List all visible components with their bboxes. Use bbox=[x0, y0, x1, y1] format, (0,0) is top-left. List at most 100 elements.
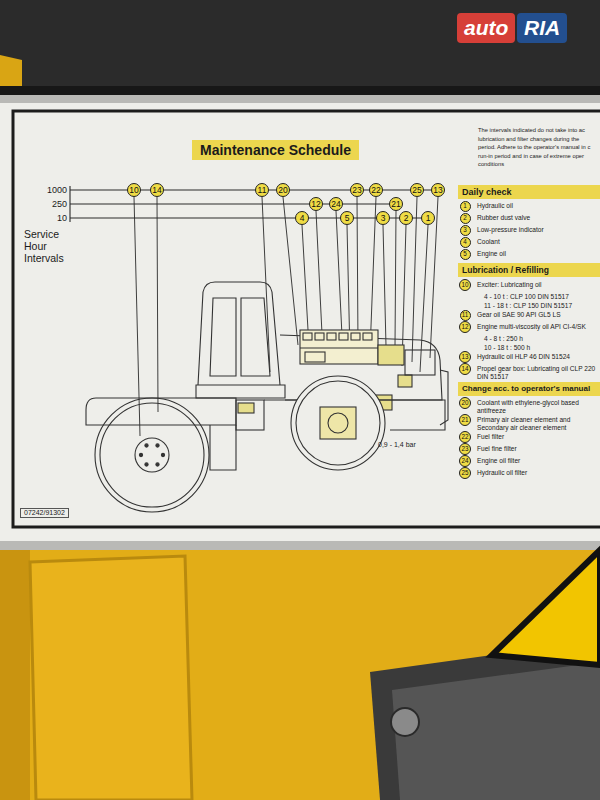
articulation-joint bbox=[236, 400, 264, 430]
hub-bolt bbox=[145, 463, 148, 466]
drum-rim bbox=[100, 403, 204, 507]
shadow-strip bbox=[0, 86, 600, 96]
engine-part bbox=[305, 352, 325, 362]
callout-number: 10 bbox=[129, 186, 138, 195]
callout-circle: 24 bbox=[329, 197, 343, 211]
legend-circle: 12 bbox=[459, 321, 471, 333]
cylinder bbox=[327, 333, 336, 340]
leader-line bbox=[302, 225, 308, 330]
legend-subtext: 4 - 10 t : CLP 100 DIN 51517 bbox=[484, 293, 569, 301]
hub-bolt bbox=[161, 453, 164, 456]
note-text: lubrication and filter changes during th… bbox=[478, 136, 579, 143]
bracket-face bbox=[392, 662, 600, 800]
legend-number: 5 bbox=[463, 251, 467, 257]
legend-number: 12 bbox=[461, 324, 468, 330]
callout-number: 11 bbox=[258, 186, 267, 195]
section-heading: Daily check bbox=[462, 188, 512, 197]
wheel-hub bbox=[320, 407, 356, 439]
warning-sign bbox=[492, 550, 600, 665]
callout-circle: 12 bbox=[309, 197, 323, 211]
legend-text: Gear oil SAE 90 API GL5 LS bbox=[477, 311, 597, 319]
callout-number: 13 bbox=[433, 186, 442, 195]
highlight-part bbox=[238, 403, 254, 413]
legend-text: Hydraulic oil bbox=[477, 202, 597, 210]
engine-block bbox=[300, 330, 378, 364]
interval-line bbox=[70, 203, 396, 204]
engine-line bbox=[300, 347, 378, 348]
callout-circle: 5 bbox=[340, 211, 354, 225]
legend-number: 1 bbox=[463, 203, 467, 209]
interval-hours: 10 bbox=[57, 213, 67, 223]
callout-number: 1 bbox=[426, 214, 431, 223]
legend-circle: 4 bbox=[460, 237, 471, 248]
axis-label: Service Hour Intervals bbox=[24, 228, 80, 264]
legend-number: 25 bbox=[461, 470, 468, 476]
callout-number: 14 bbox=[152, 186, 161, 195]
cab-window bbox=[241, 298, 270, 376]
interval-tick bbox=[69, 186, 70, 222]
drum-frame bbox=[86, 398, 236, 425]
leader-line bbox=[357, 197, 358, 346]
callout-number: 24 bbox=[331, 200, 340, 209]
rear-bumper bbox=[440, 370, 448, 425]
legend-number: 22 bbox=[461, 434, 468, 440]
legend-subtext: 10 - 18 t : 500 h bbox=[484, 344, 530, 352]
hub-bolt bbox=[139, 453, 142, 456]
section-heading: Lubrication / Refilling bbox=[462, 266, 549, 275]
section-band: Change acc. to operator's manual bbox=[458, 382, 600, 396]
legend-number: 11 bbox=[462, 312, 469, 318]
legend-circle: 14 bbox=[459, 363, 471, 375]
hub-bolt bbox=[156, 444, 159, 447]
plate-frame bbox=[13, 111, 600, 527]
callout-number: 22 bbox=[371, 186, 380, 195]
leader-line bbox=[316, 211, 322, 334]
highlight-part bbox=[398, 375, 412, 387]
leader-line bbox=[370, 197, 376, 352]
cylinder bbox=[315, 333, 324, 340]
legend-text: Engine multi-viscosity oil API CI-4/SK bbox=[477, 323, 597, 331]
roller-illustration bbox=[86, 282, 448, 512]
plate-face bbox=[0, 103, 600, 541]
callout-circle: 22 bbox=[369, 183, 383, 197]
legend-circle: 20 bbox=[459, 397, 471, 409]
leader-line bbox=[412, 197, 417, 362]
cylinder bbox=[351, 333, 360, 340]
section-heading: Change acc. to operator's manual bbox=[462, 385, 590, 393]
callout-circle: 13 bbox=[431, 183, 445, 197]
callout-number: 25 bbox=[412, 186, 421, 195]
callout-circle: 4 bbox=[295, 211, 309, 225]
callout-number: 12 bbox=[311, 200, 320, 209]
tank bbox=[378, 345, 404, 365]
frame-plate bbox=[210, 425, 236, 470]
plate-rim bbox=[0, 95, 600, 550]
title-band: Maintenance Schedule bbox=[192, 140, 359, 160]
legend-circle: 24 bbox=[459, 455, 471, 467]
legend-circle: 5 bbox=[460, 249, 471, 260]
legend-circle: 13 bbox=[459, 351, 471, 363]
legend-text: Coolant bbox=[477, 238, 597, 246]
legend-text: Rubber dust valve bbox=[477, 214, 597, 222]
callout-number: 23 bbox=[352, 186, 361, 195]
note-text: run-in period and in case of extreme ope… bbox=[478, 153, 584, 160]
callout-circle: 20 bbox=[276, 183, 290, 197]
legend-circle: 23 bbox=[459, 443, 471, 455]
legend-text: Propel gear box: Lubricating oil CLP 220… bbox=[477, 365, 597, 381]
leader-line bbox=[383, 225, 386, 346]
legend-subtext: 11 - 18 t : CLP 150 DIN 51517 bbox=[484, 302, 572, 310]
watermark: RIA bbox=[517, 13, 567, 43]
legend-text: Primary air cleaner element and Secondar… bbox=[477, 416, 597, 432]
callout-circle: 2 bbox=[399, 211, 413, 225]
callout-circle: 11 bbox=[255, 183, 269, 197]
drum-hub bbox=[135, 438, 169, 472]
leader-lines bbox=[134, 197, 438, 443]
legend-number: 4 bbox=[463, 239, 467, 245]
legend-number: 23 bbox=[461, 446, 468, 452]
callout-circle: 10 bbox=[127, 183, 141, 197]
cab bbox=[198, 282, 280, 385]
dark-area bbox=[0, 0, 600, 95]
legend-circle: 11 bbox=[460, 310, 471, 321]
section-band: Daily check bbox=[458, 185, 600, 199]
callout-number: 2 bbox=[404, 214, 409, 223]
legend-number: 3 bbox=[463, 227, 467, 233]
cylinder bbox=[339, 333, 348, 340]
